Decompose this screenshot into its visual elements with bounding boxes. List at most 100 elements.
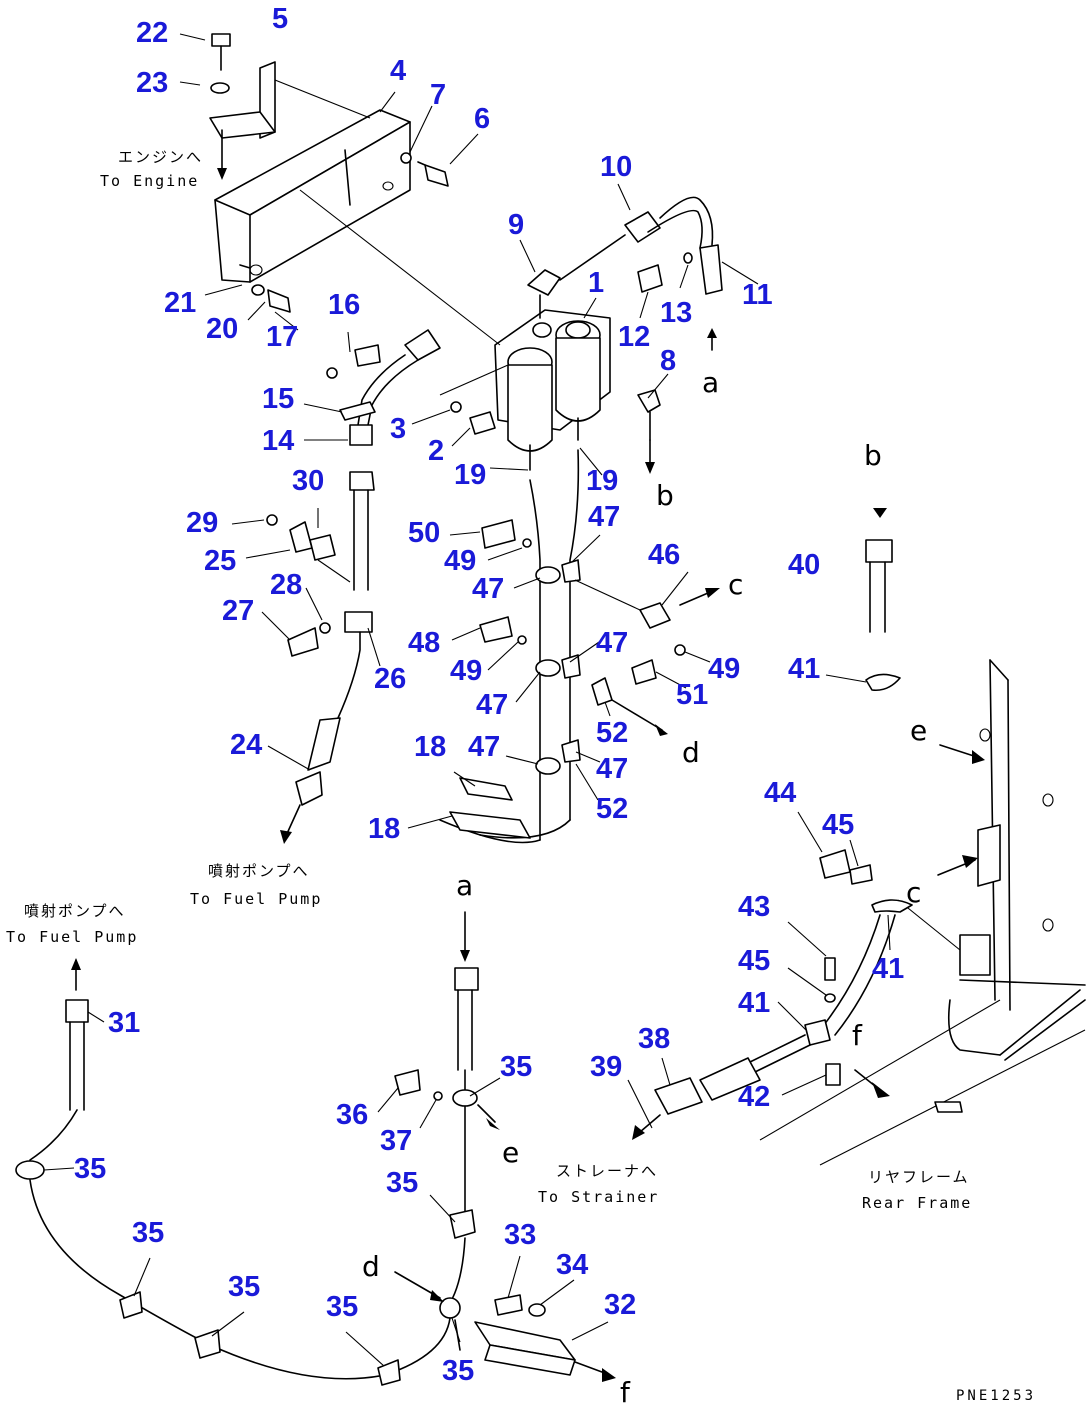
bracket-32-drawing: [474, 1294, 616, 1382]
note-to-engine-en: To Engine: [100, 172, 199, 190]
part-label-19: 19: [454, 459, 486, 491]
connection-letter-e-upper: e: [910, 714, 927, 747]
note-to-strainer-en: To Strainer: [538, 1188, 659, 1206]
connection-letter-a-upper: a: [702, 366, 719, 399]
fuel-filter-1-drawing: [299, 189, 611, 471]
note-rear-frame-jp: リヤフレーム: [868, 1168, 970, 1186]
part-label-46: 46: [648, 539, 680, 571]
connection-letter-f-upper: f: [852, 1019, 863, 1052]
part-label-23: 23: [136, 67, 168, 99]
rear-frame-drawing: [759, 659, 1086, 1166]
part-label-19b: 19: [586, 465, 618, 497]
diagram-code: PNE1253: [956, 1388, 1036, 1404]
part-label-48: 48: [408, 627, 440, 659]
part-label-33: 33: [504, 1219, 536, 1251]
part-label-21: 21: [164, 287, 196, 319]
part-label-49c: 49: [708, 653, 740, 685]
part-label-47f: 47: [596, 753, 628, 785]
filter-pipes-drawing: [439, 449, 720, 844]
connection-letter-c-lower: c: [906, 876, 921, 909]
part-label-14: 14: [262, 425, 294, 457]
connection-letter-d-upper: d: [682, 736, 700, 769]
part-label-50: 50: [408, 517, 440, 549]
note-to-fuel-pump-jp-lower: 噴射ポンプへ: [24, 902, 126, 920]
part-label-13: 13: [660, 297, 692, 329]
part-label-51: 51: [676, 679, 708, 711]
note-to-strainer-jp: ストレーナへ: [556, 1162, 658, 1180]
upper-left-hose-drawing: [251, 284, 441, 446]
connection-letter-b-right: b: [864, 439, 882, 472]
bolt-6-drawing: [400, 152, 449, 187]
part-label-30: 30: [292, 465, 324, 497]
part-label-35a: 35: [74, 1153, 106, 1185]
part-label-49a: 49: [444, 545, 476, 577]
pipe-40-drawing: [865, 508, 901, 692]
elbow-8-drawing: [637, 389, 661, 474]
part-label-52a: 52: [596, 717, 628, 749]
part-label-31: 31: [108, 1007, 140, 1039]
part-label-24: 24: [230, 729, 262, 761]
part-label-17: 17: [266, 321, 298, 353]
part-label-35c: 35: [386, 1167, 418, 1199]
connection-letter-f-lower: f: [620, 1376, 631, 1409]
part-label-42: 42: [738, 1081, 770, 1113]
part-label-40: 40: [788, 549, 820, 581]
part-label-10: 10: [600, 151, 632, 183]
leader-lines: [43, 33, 891, 1367]
part-label-12: 12: [618, 321, 650, 353]
part-label-1: 1: [588, 267, 604, 299]
part-label-47b: 47: [472, 573, 504, 605]
part-number-labels: 22 5 23 4 7 6 10 9 1 11 12 13 8 21 20 17…: [74, 3, 904, 1387]
part-label-27: 27: [222, 595, 254, 627]
connection-letter-d-lower: d: [362, 1250, 380, 1283]
part-label-3: 3: [390, 413, 406, 445]
note-to-fuel-pump-en-upper: To Fuel Pump: [190, 890, 322, 908]
part-label-9: 9: [508, 209, 524, 241]
part-label-41a: 41: [788, 653, 820, 685]
connection-letter-e-lower: e: [502, 1136, 519, 1169]
part-label-29: 29: [186, 507, 218, 539]
note-to-engine-jp: エンジンへ: [118, 148, 203, 166]
part-label-6: 6: [474, 103, 490, 135]
part-label-38: 38: [638, 1023, 670, 1055]
part-label-47a: 47: [588, 501, 620, 533]
part-label-15: 15: [262, 383, 294, 415]
connection-letter-a-lower: a: [456, 869, 473, 902]
part-label-26: 26: [374, 663, 406, 695]
part-label-34: 34: [556, 1249, 588, 1281]
part-label-4: 4: [390, 55, 406, 87]
part-label-47d: 47: [476, 689, 508, 721]
part-label-7: 7: [430, 79, 446, 111]
part-label-45a: 45: [822, 809, 854, 841]
bracket-5-drawing: [209, 33, 371, 139]
strainer-hose-drawing: [632, 849, 913, 1140]
part-label-8: 8: [660, 345, 676, 377]
part-label-49b: 49: [450, 655, 482, 687]
connection-letter-c-upper: c: [728, 568, 743, 601]
bracket-4-drawing: [214, 109, 411, 283]
part-label-35d: 35: [132, 1217, 164, 1249]
note-to-fuel-pump-en-lower: To Fuel Pump: [6, 928, 138, 946]
connection-letter-b-upper: b: [656, 479, 674, 512]
part-label-28: 28: [270, 569, 302, 601]
part-label-18a: 18: [414, 731, 446, 763]
destination-notes: エンジンへ To Engine 噴射ポンプへ To Fuel Pump 噴射ポン…: [6, 148, 1036, 1404]
line-art: [15, 33, 1086, 1386]
note-rear-frame-en: Rear Frame: [862, 1194, 972, 1212]
part-label-35e: 35: [228, 1271, 260, 1303]
part-label-41c: 41: [738, 987, 770, 1019]
part-label-35g: 35: [442, 1355, 474, 1387]
part-label-37: 37: [380, 1125, 412, 1157]
part-label-41b: 41: [872, 953, 904, 985]
upper-hose-drawing: [527, 196, 723, 351]
note-to-fuel-pump-jp-upper: 噴射ポンプへ: [208, 862, 310, 880]
part-label-16: 16: [328, 289, 360, 321]
part-label-5: 5: [272, 3, 288, 35]
part-label-45b: 45: [738, 945, 770, 977]
part-label-22: 22: [136, 17, 168, 49]
part-label-43: 43: [738, 891, 770, 923]
part-label-18b: 18: [368, 813, 400, 845]
part-label-11: 11: [742, 279, 773, 311]
lower-center-pipe-drawing: [394, 911, 500, 1351]
